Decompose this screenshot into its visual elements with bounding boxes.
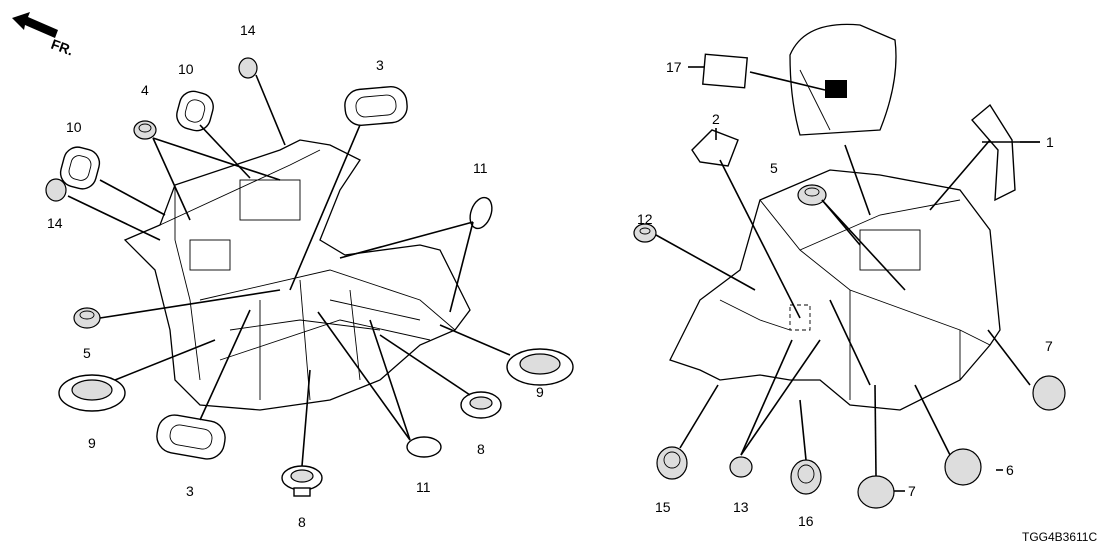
callout-6: 6 [1006, 462, 1014, 478]
grommet-4 [133, 120, 157, 140]
plug-3-top [344, 86, 408, 126]
callout-labels: 14 10 4 3 10 14 11 5 9 3 8 11 8 9 17 2 1… [47, 22, 1097, 544]
callout-13: 13 [733, 499, 749, 515]
tape-1 [971, 103, 1016, 202]
grommet-13 [729, 456, 753, 478]
tape-2 [691, 129, 739, 167]
callout-10: 10 [66, 119, 82, 135]
grommet-5-left [73, 307, 101, 329]
tape-17 [702, 53, 748, 89]
rear-body-illustration [669, 23, 1001, 411]
callout-14: 14 [240, 22, 256, 38]
plug-10-left [59, 146, 101, 190]
grommet-14-top [238, 57, 258, 79]
plug-8-right [460, 391, 502, 419]
callout-2: 2 [712, 111, 720, 127]
callout-9: 9 [536, 384, 544, 400]
leader-lines [67, 66, 1040, 477]
plug-16 [790, 459, 822, 495]
callout-11: 11 [473, 160, 488, 176]
seal-11-bottom [406, 436, 442, 458]
callout-8: 8 [298, 514, 306, 530]
callout-16: 16 [798, 513, 814, 529]
seal-11-top [469, 196, 493, 230]
grommet-12 [633, 223, 657, 243]
plug-6 [944, 448, 982, 486]
callout-4: 4 [141, 82, 149, 98]
callout-7: 7 [908, 483, 916, 499]
callout-10: 10 [178, 61, 194, 77]
callout-1: 1 [1046, 134, 1054, 150]
callout-11: 11 [416, 479, 431, 495]
callout-5: 5 [83, 345, 91, 361]
callout-14: 14 [47, 215, 63, 231]
grommet-5-right [797, 184, 827, 206]
callout-3: 3 [376, 57, 384, 73]
callout-5: 5 [770, 160, 778, 176]
plug-9-right [506, 348, 574, 386]
grommet-14-left [45, 178, 67, 202]
callout-17: 17 [666, 59, 682, 75]
front-direction-label: FR. [49, 36, 76, 59]
plug-7-right [1032, 375, 1066, 411]
plug-15 [656, 446, 688, 480]
plug-9-left [58, 374, 126, 412]
callout-3: 3 [186, 483, 194, 499]
diagram-code: TGG4B3611C [1022, 530, 1097, 544]
plug-7-bottom [857, 475, 895, 509]
plug-8-bottom [281, 465, 323, 497]
callout-8: 8 [477, 441, 485, 457]
callout-12: 12 [637, 211, 653, 227]
callout-7: 7 [1045, 338, 1053, 354]
callout-15: 15 [655, 499, 671, 515]
front-direction-arrow: FR. [12, 12, 76, 59]
floor-body-illustration [123, 139, 471, 411]
plug-3-bottom [156, 414, 226, 460]
callout-9: 9 [88, 435, 96, 451]
plug-10-top [176, 90, 214, 132]
